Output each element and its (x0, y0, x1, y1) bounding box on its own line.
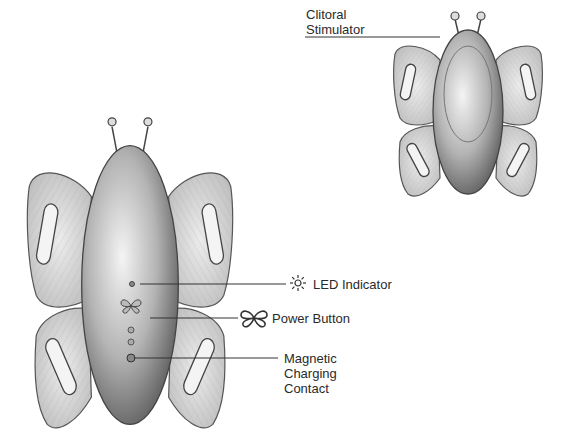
body (433, 30, 503, 194)
antenna-tip (144, 118, 152, 126)
leader-line (140, 284, 286, 285)
part-label: Clitoral Stimulator (306, 7, 396, 37)
antenna-tip (108, 118, 116, 126)
controls (121, 282, 141, 363)
wing (169, 308, 225, 428)
device-figure (27, 118, 232, 428)
part-label: Power Button (272, 311, 350, 326)
device-figure (394, 12, 543, 196)
wing-slot (519, 63, 536, 100)
part-label: LED Indicator (313, 277, 392, 292)
leader-line (150, 318, 238, 319)
wing-slot (399, 63, 416, 100)
wing (35, 308, 91, 428)
stimulator-ridge (444, 46, 492, 142)
wing-slot (43, 336, 79, 398)
leader-line (134, 358, 278, 359)
antenna-tip (451, 12, 459, 20)
wing-texture (169, 308, 225, 428)
led-icon (290, 275, 306, 291)
wing-slot (181, 336, 217, 398)
wing-slot (505, 142, 531, 178)
wing-slot (201, 202, 225, 265)
wing-texture (35, 308, 91, 428)
part-label: Magnetic Charging Contact (284, 351, 359, 396)
wing-slot (405, 142, 431, 178)
wing-slot (35, 202, 59, 265)
power-icon (241, 311, 267, 327)
body (82, 146, 179, 425)
antenna-tip (477, 12, 485, 20)
